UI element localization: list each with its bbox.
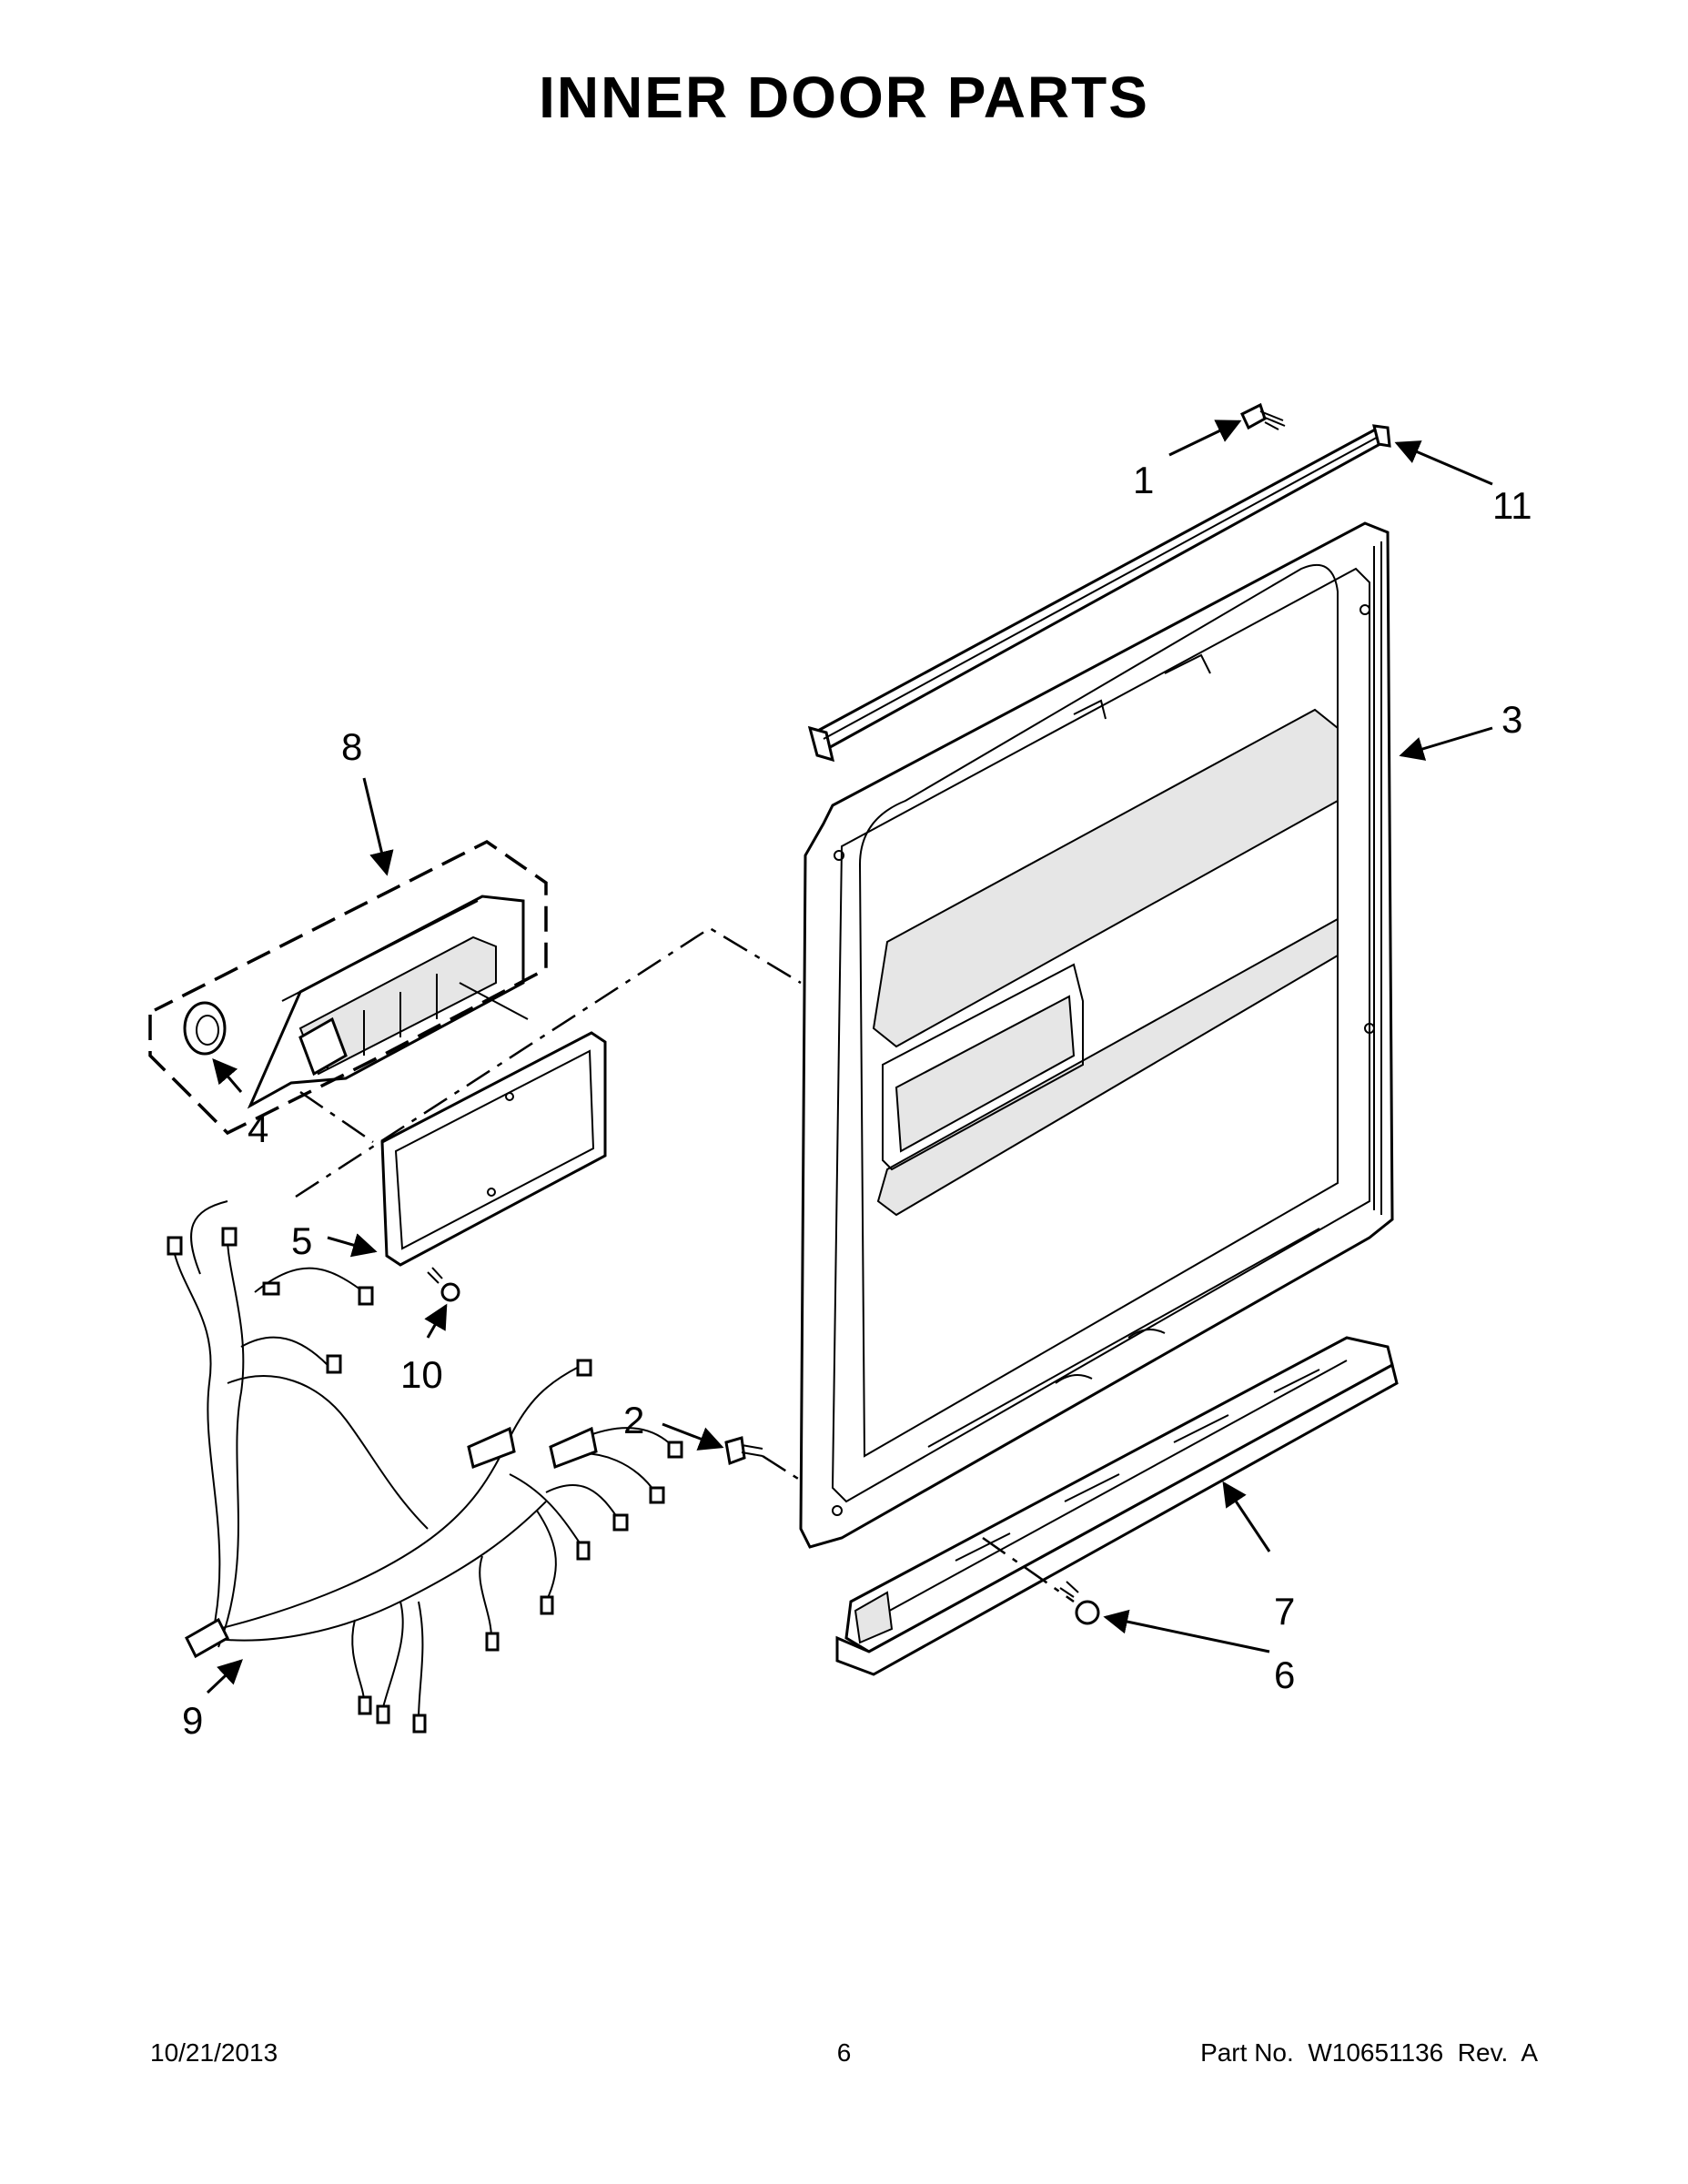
dispenser-knob [183,1001,227,1056]
alignment-line-side [299,1090,374,1144]
dispenser-assembly [247,895,529,1109]
dispenser-gasket [380,1031,607,1267]
callout-5: 5 [291,1219,312,1262]
callout-3: 3 [1501,698,1522,741]
alignment-line-screw [762,1454,806,1485]
page-title: INNER DOOR PARTS [539,65,1149,130]
callout-2: 2 [623,1399,644,1441]
leader-8 [362,777,394,876]
top-gasket-strip [807,424,1391,763]
leader-3 [1399,726,1493,761]
leader-9 [206,1659,243,1694]
screw-bottom [1059,1581,1100,1625]
callout-1: 1 [1133,459,1154,501]
footer-part-number: Part No. W10651136 Rev. A [1200,2038,1538,2067]
alignment-line-upper [295,926,802,1198]
wire-harness [167,1200,683,1734]
callout-4: 4 [248,1107,268,1150]
callout-9: 9 [182,1699,203,1742]
callout-8: 8 [341,725,362,768]
bottom-door-trim [835,1336,1399,1676]
screw-gasket [427,1267,460,1302]
callout-6: 6 [1274,1653,1295,1696]
footer-page-number: 6 [836,2038,852,2067]
leader-10 [424,1303,448,1339]
leader-6 [1103,1609,1270,1653]
screw-side [724,1436,763,1466]
leader-7 [1222,1481,1271,1552]
leader-2 [662,1422,724,1451]
assembly-dashed-box [148,839,548,1136]
callout-10: 10 [400,1353,443,1396]
callout-7: 7 [1274,1590,1295,1633]
callout-11: 11 [1492,484,1532,527]
leader-5 [327,1233,378,1258]
inner-door-panel [799,521,1394,1549]
leader-1 [1168,420,1242,457]
alignment-line-bottom [982,1536,1075,1603]
footer-date: 10/21/2013 [150,2038,278,2067]
leader-11 [1394,440,1493,486]
screw-top [1240,402,1286,430]
leader-4 [212,1057,243,1093]
